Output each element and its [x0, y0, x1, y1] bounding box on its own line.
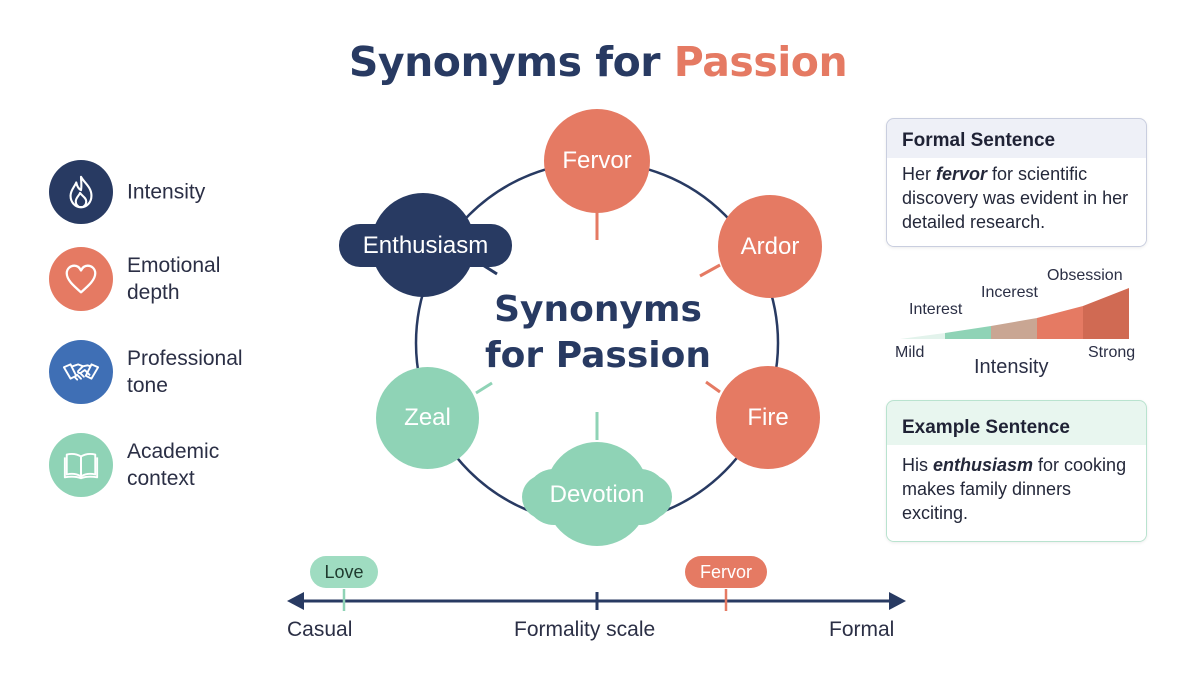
sentence-before: Her — [902, 164, 937, 184]
node-label: Zeal — [404, 404, 451, 431]
node-ardor: Ardor — [718, 195, 822, 298]
panel-heading: Formal Sentence — [902, 130, 1056, 151]
legend-label: Professional tone — [127, 347, 243, 397]
page-title: Synonyms for Passion — [0, 38, 1196, 86]
marker-fervor: Fervor — [685, 556, 767, 588]
node-fire: Fire — [716, 366, 820, 469]
sentence-after: for cooking makes family dinners excitin… — [902, 455, 1127, 523]
title-accent: Passion — [673, 38, 848, 86]
node-label: Devotion — [549, 481, 645, 508]
marker-love: Love — [310, 556, 378, 588]
flame-icon — [49, 160, 113, 224]
handshake-icon — [49, 340, 113, 404]
ramp-low-label: Mild — [895, 344, 925, 361]
scale-right-label: Formal — [829, 618, 895, 641]
example-sentence-panel: Example Sentence His enthusiasm for cook… — [886, 400, 1147, 542]
legend-label: Intensity — [127, 180, 206, 204]
book-icon — [49, 433, 113, 497]
heart-icon — [49, 247, 113, 311]
legend-label: Academic context — [127, 440, 220, 490]
node-label: Enthusiasm — [362, 231, 489, 259]
sentence-after: for scientific discovery was evident in … — [902, 164, 1129, 232]
legend-item-emotional-depth: Emotional depth — [49, 247, 289, 311]
node-fervor: Fervor — [544, 109, 650, 213]
arrow-right-icon — [889, 592, 906, 610]
node-enthusiasm: Enthusiasm — [339, 224, 512, 267]
title-main: Synonyms for — [348, 38, 674, 86]
legend-label: Emotional depth — [127, 254, 221, 304]
ramp-step-incerest: Incerest — [981, 284, 1038, 301]
legend-item-intensity: Intensity — [49, 160, 289, 224]
ramp-step-interest: Interest — [909, 301, 963, 318]
panel-body: Her fervor for scientific discovery was … — [887, 158, 1146, 246]
formal-sentence-panel: Formal Sentence Her fervor for scientifi… — [886, 118, 1147, 247]
ramp-step-obsession: Obsession — [1047, 267, 1123, 284]
sentence-before: His — [902, 455, 933, 475]
ramp-high-label: Strong — [1088, 344, 1136, 361]
node-label: Ardor — [740, 232, 800, 260]
sentence-keyword: enthusiasm — [933, 455, 1034, 475]
node-label: Fire — [747, 403, 789, 431]
sentence-keyword: fervor — [936, 164, 988, 184]
center-title: Synonyms for Passion — [485, 289, 711, 376]
node-devotion: Devotion — [522, 470, 672, 520]
node-zeal: Zeal — [376, 367, 479, 469]
scale-left-label: Casual — [287, 618, 353, 641]
panel-body: His enthusiasm for cooking makes family … — [887, 445, 1146, 541]
legend-item-academic-context: Academic context — [49, 433, 289, 497]
ramp-title: Intensity — [974, 356, 1049, 378]
node-label: Fervor — [562, 147, 632, 174]
arrow-left-icon — [287, 592, 304, 610]
panel-heading: Example Sentence — [902, 417, 1070, 438]
legend-item-professional-tone: Professional tone — [49, 340, 289, 404]
scale-middle-label: Formality scale — [514, 618, 656, 641]
